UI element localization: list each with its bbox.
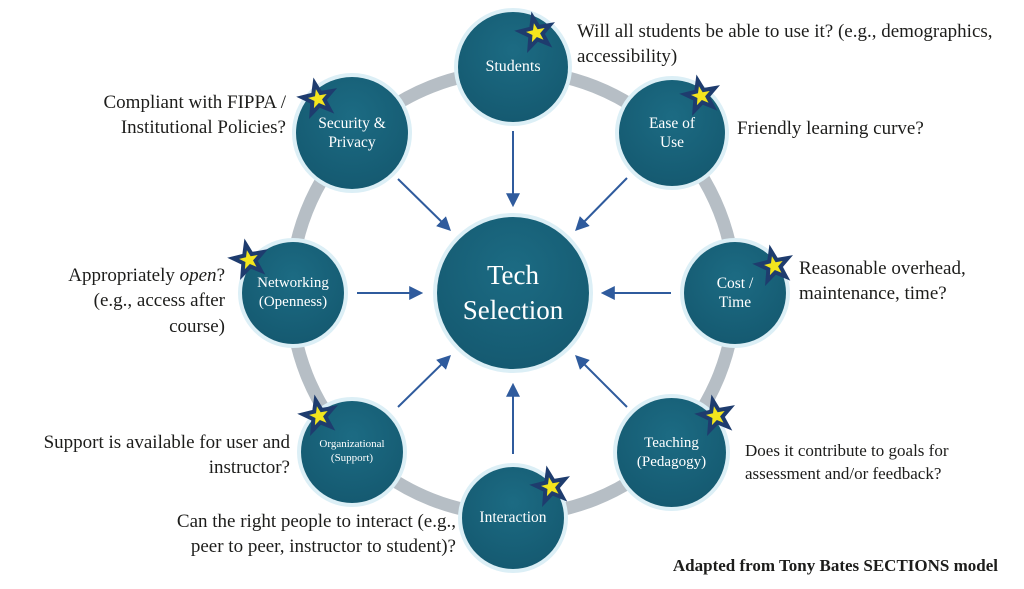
note-networking-prefix: Appropriately: [68, 265, 180, 286]
star-icon-interaction: [529, 465, 570, 507]
arrow-organizational-to-center: [397, 355, 451, 408]
note-networking-suffix: ? (e.g., access after course): [93, 265, 225, 337]
node-teaching-pedagogy-label: Teaching (Pedagogy): [636, 434, 707, 470]
node-networking-openness-label: Networking (Openness): [257, 275, 329, 310]
node-ease-of-use: Ease of Use: [619, 80, 725, 186]
node-security-privacy: Security & Privacy: [296, 77, 408, 189]
note-security-privacy: Compliant with FIPPA / Institutional Pol…: [103, 92, 287, 139]
attribution-text: Adapted from Tony Bates SECTIONS model: [672, 556, 998, 575]
star-icon-networking: [227, 238, 268, 280]
note-networking-openness: Appropriately open? (e.g., access after …: [50, 263, 225, 339]
note-teaching-pedagogy: Does it contribute to goals for assessme…: [745, 441, 949, 483]
arrow-ease-to-center: [575, 177, 628, 231]
star-icon-teaching: [694, 394, 735, 436]
star-icon-ease: [679, 74, 720, 116]
node-cost-time-label: Cost / Time: [716, 274, 754, 311]
note-organizational-support: Support is available for user and instru…: [43, 432, 290, 479]
center-node-label: Tech Selection: [462, 259, 564, 325]
node-cost-time: Cost / Time: [684, 242, 786, 344]
star-icon-security: [296, 77, 337, 119]
node-ease-of-use-label: Ease of Use: [648, 114, 696, 151]
arrow-teaching-to-center: [575, 355, 628, 408]
arrow-security-to-center: [397, 178, 451, 231]
node-students-label: Students: [485, 58, 541, 75]
star-icon-students: [514, 11, 555, 53]
note-students: Will all students be able to use it? (e.…: [577, 21, 993, 68]
star-icon-cost: [752, 244, 793, 286]
node-students: Students: [458, 12, 568, 122]
note-ease-of-use: Friendly learning curve?: [737, 118, 924, 139]
note-interaction: Can the right people to interact (e.g., …: [176, 511, 456, 558]
note-networking-italic-word: open: [179, 265, 217, 286]
node-security-privacy-label: Security & Privacy: [318, 114, 386, 151]
note-cost-time: Reasonable overhead, maintenance, time?: [799, 258, 966, 305]
star-icon-organizational: [297, 394, 338, 436]
node-interaction-label: Interaction: [479, 509, 547, 527]
node-organizational-support-label: Organizational (Support): [319, 438, 385, 464]
center-node-tech-selection: Tech Selection: [437, 217, 589, 369]
